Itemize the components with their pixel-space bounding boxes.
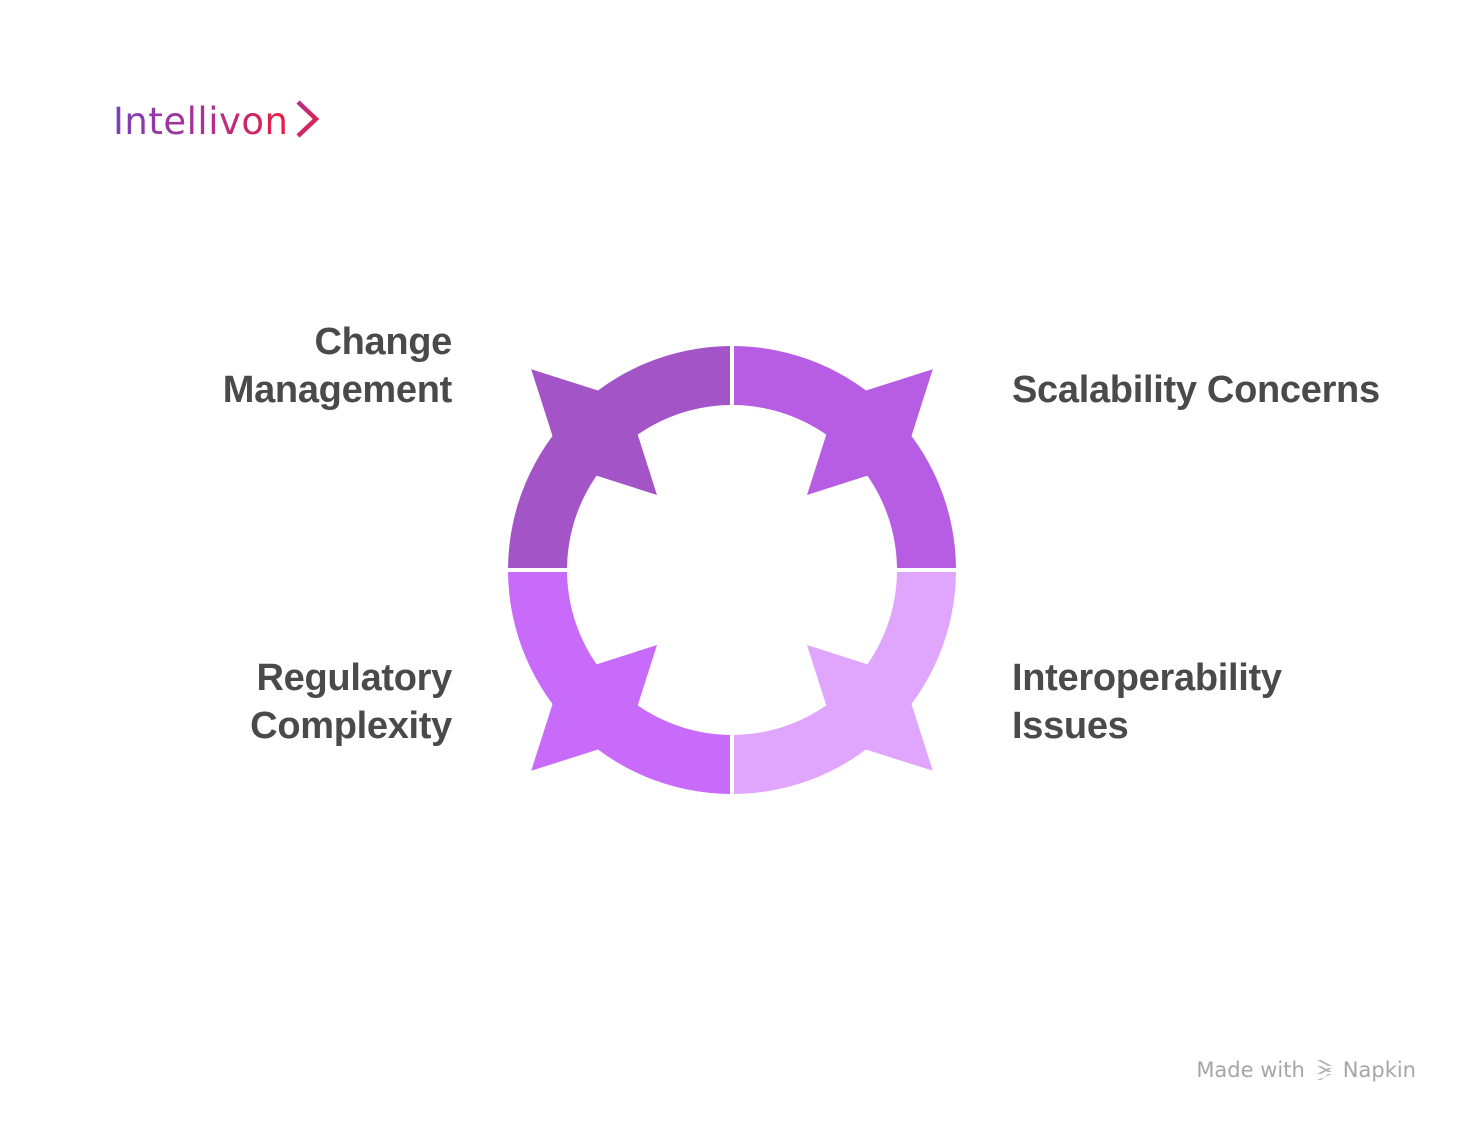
made-with-text: Made with [1196, 1058, 1305, 1082]
label-line: Issues [1012, 705, 1129, 747]
chevron-right-icon [296, 100, 320, 138]
segment-bottom-right [733, 571, 956, 794]
segment-top-right [733, 346, 956, 569]
label-change-management: Change Management [222, 318, 453, 414]
ring-arc [733, 346, 956, 569]
arrow-star-icon [531, 645, 657, 771]
arrow-star-icon [531, 369, 657, 495]
label-line: Management [222, 369, 453, 411]
ring-arc [508, 346, 731, 569]
napkin-logo-icon [1316, 1060, 1332, 1080]
label-line: Interoperability [1012, 657, 1282, 699]
label-interoperability-issues: Interoperability Issues [1012, 654, 1282, 750]
label-line: Regulatory [256, 657, 453, 699]
ring-arc [733, 571, 956, 794]
label-line: Change [314, 321, 452, 363]
label-line: Scalability Concerns [1012, 369, 1380, 411]
label-regulatory-complexity: Regulatory Complexity [250, 654, 452, 750]
arrow-star-icon [807, 645, 933, 771]
ring-arc [508, 571, 731, 794]
napkin-brand-text: Napkin [1342, 1058, 1416, 1082]
label-scalability-concerns: Scalability Concerns [1012, 366, 1380, 414]
arrow-star-icon [807, 369, 933, 495]
intellivon-logo: Intellivon [113, 96, 322, 146]
label-line: Complexity [250, 705, 452, 747]
made-with-napkin-badge: Made with Napkin [1196, 1058, 1416, 1082]
segment-top-left [508, 346, 731, 569]
logo-text: Intellivon [113, 99, 289, 143]
segment-bottom-left [508, 571, 731, 794]
